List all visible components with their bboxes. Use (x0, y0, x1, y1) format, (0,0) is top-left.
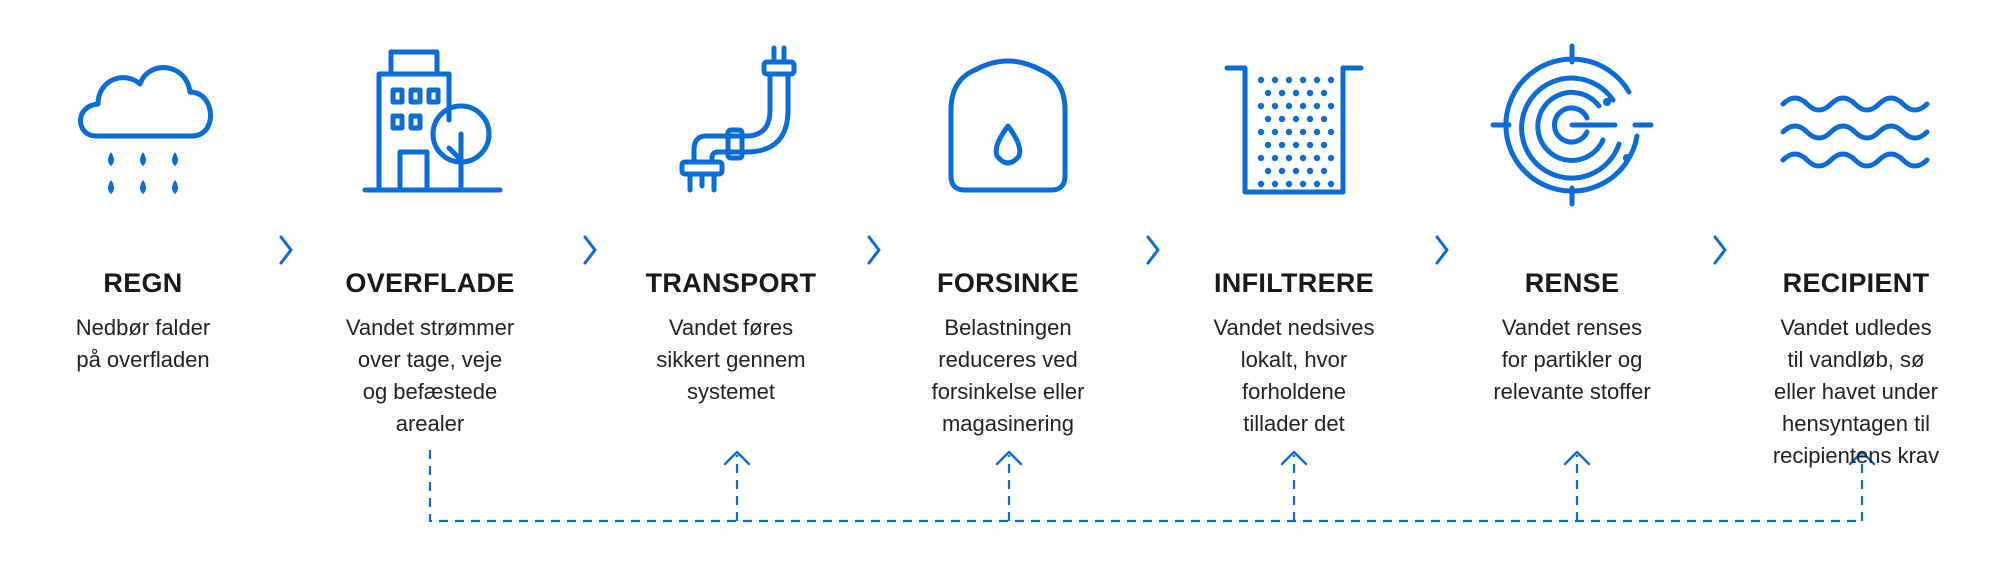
chevron-right-icon (1143, 233, 1163, 267)
desc-line: relevante stoffer (1493, 379, 1651, 404)
desc-line: forsinkelse eller (931, 379, 1085, 404)
desc-line: Nedbør falder (75, 315, 211, 340)
desc-line: Vandet strømmer (345, 315, 515, 340)
arrowhead-recipient (1848, 450, 1876, 466)
step-title: FORSINKE (937, 268, 1079, 298)
step-transport: TRANSPORT Vandet føres sikkert gennem sy… (621, 40, 841, 408)
waves-icon (1771, 40, 1941, 210)
step-description: Vandet føres sikkert gennem systemet (621, 312, 841, 408)
pipe-icon (646, 40, 816, 210)
step-title: REGN (103, 268, 183, 298)
step-title: RECIPIENT (1782, 268, 1930, 298)
step-title: RENSE (1524, 268, 1620, 298)
step-rense: RENSE Vandet renses for partikler og rel… (1462, 40, 1682, 408)
target-filter-icon (1487, 40, 1657, 210)
desc-line: arealer (395, 411, 465, 436)
arrowhead-infiltrere (1280, 450, 1308, 466)
step-regn: REGN Nedbør falder på overfladen (33, 40, 253, 376)
step-description: Vandet strømmer over tage, veje og befæs… (320, 312, 540, 440)
desc-line: Vandet føres (668, 315, 794, 340)
step-description: Nedbør falder på overfladen (33, 312, 253, 376)
desc-line: til vandløb, sø (1787, 347, 1925, 372)
chevron-right-icon (580, 233, 600, 267)
step-description: Vandet renses for partikler og relevante… (1462, 312, 1682, 408)
building-tree-icon (345, 40, 515, 210)
desc-line: tillader det (1243, 411, 1345, 436)
chevron-right-icon (276, 233, 296, 267)
desc-line: eller havet under (1774, 379, 1938, 404)
desc-line: hensyntagen til (1782, 411, 1930, 436)
step-overflade: OVERFLADE Vandet strømmer over tage, vej… (320, 40, 540, 440)
desc-line: over tage, veje (357, 347, 503, 372)
desc-line: magasinering (941, 411, 1075, 436)
step-title: OVERFLADE (345, 268, 515, 298)
infiltration-basin-icon (1209, 40, 1379, 210)
desc-line: reduceres ved (938, 347, 1078, 372)
desc-line: sikkert gennem (656, 347, 806, 372)
step-description: Vandet nedsives lokalt, hvor forholdene … (1184, 312, 1404, 440)
desc-line: på overfladen (76, 347, 210, 372)
step-description: Vandet udledes til vandløb, sø eller hav… (1746, 312, 1966, 472)
arrowhead-forsinke (995, 450, 1023, 466)
desc-line: systemet (686, 379, 776, 404)
rain-cloud-icon (58, 40, 228, 210)
desc-line: Vandet renses (1501, 315, 1643, 340)
arrowhead-rense (1563, 450, 1591, 466)
step-forsinke: FORSINKE Belastningen reduceres ved fors… (898, 40, 1118, 440)
chevron-right-icon (1710, 233, 1730, 267)
desc-line: lokalt, hvor (1240, 347, 1348, 372)
step-title: INFILTRERE (1214, 268, 1374, 298)
desc-line: forholdene (1242, 379, 1346, 404)
step-infiltrere: INFILTRERE Vandet nedsives lokalt, hvor … (1184, 40, 1404, 440)
desc-line: for partikler og (1501, 347, 1643, 372)
step-recipient: RECIPIENT Vandet udledes til vandløb, sø… (1746, 40, 1966, 472)
chevron-right-icon (864, 233, 884, 267)
step-title: TRANSPORT (645, 268, 817, 298)
desc-line: Belastningen (944, 315, 1072, 340)
desc-line: og befæstede (362, 379, 498, 404)
step-description: Belastningen reduceres ved forsinkelse e… (898, 312, 1118, 440)
tank-drop-icon (923, 40, 1093, 210)
arrowhead-transport (723, 450, 751, 466)
desc-line: Vandet nedsives (1213, 315, 1375, 340)
chevron-right-icon (1432, 233, 1452, 267)
desc-line: recipientens krav (1772, 443, 1940, 468)
desc-line: Vandet udledes (1780, 315, 1932, 340)
dashed-bottom-line (428, 450, 1862, 523)
